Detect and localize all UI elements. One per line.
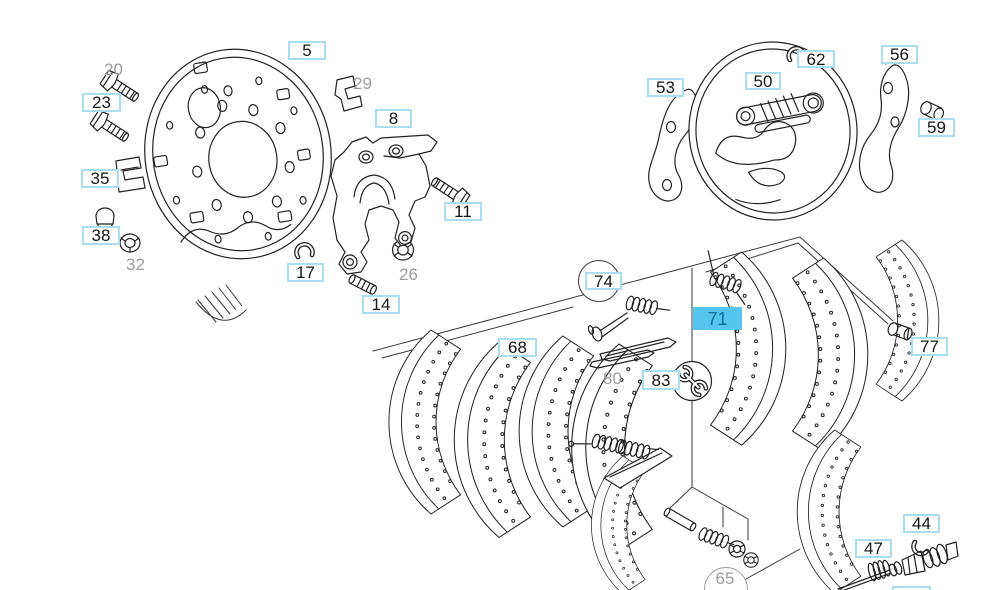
callout-62[interactable]: 62 (797, 50, 835, 68)
callout-44[interactable]: 44 (903, 514, 940, 533)
callout-11[interactable]: 11 (444, 202, 482, 221)
callout-74[interactable]: 74 (585, 272, 622, 290)
callout-77[interactable]: 77 (911, 337, 948, 356)
callout-65: 65 (715, 568, 735, 588)
callout-5[interactable]: 5 (288, 41, 326, 60)
pushrod-washer (587, 312, 629, 342)
clip-29 (334, 75, 363, 112)
callout-47[interactable]: 47 (855, 539, 892, 558)
callout-83[interactable]: 83 (642, 370, 680, 390)
pin-65 (663, 507, 697, 532)
callout-20: 20 (104, 59, 123, 79)
callout-80: 80 (603, 368, 622, 388)
brake-shoes-bottom (590, 428, 863, 590)
brake-cable (837, 541, 959, 590)
callout-53[interactable]: 53 (647, 78, 684, 97)
callout-23[interactable]: 23 (82, 93, 121, 112)
callout-68[interactable]: 68 (498, 338, 537, 357)
callout-35[interactable]: 35 (81, 169, 119, 188)
callout-50[interactable]: 50 (745, 72, 781, 90)
clip-35 (115, 156, 146, 193)
adjuster-strip-80 (589, 337, 677, 369)
adjuster-spring (624, 292, 671, 318)
pin-14 (348, 274, 377, 295)
callout-14[interactable]: 14 (362, 295, 400, 314)
backing-plate-50 (688, 41, 858, 221)
callout-29: 29 (353, 73, 372, 93)
section-hatch (195, 284, 247, 323)
callout-clipped (892, 586, 931, 590)
callout-26: 26 (399, 264, 418, 284)
callout-59[interactable]: 59 (918, 118, 955, 137)
callout-17[interactable]: 17 (287, 263, 324, 282)
pin-77 (887, 322, 913, 341)
anchor-bracket-8 (330, 134, 438, 275)
callout-38[interactable]: 38 (82, 226, 120, 245)
clip-44 (911, 539, 930, 557)
parking-lever-50 (735, 92, 824, 133)
callout-71[interactable]: 71 (693, 307, 742, 330)
nut-32 (119, 233, 141, 253)
backing-plate-5 (144, 48, 332, 260)
callout-56[interactable]: 56 (881, 45, 918, 64)
snap-ring-17 (294, 242, 315, 260)
callout-8[interactable]: 8 (375, 109, 412, 128)
return-spring-long (567, 430, 659, 463)
shoe-hold-spring (707, 250, 746, 305)
callout-32: 32 (126, 254, 145, 274)
